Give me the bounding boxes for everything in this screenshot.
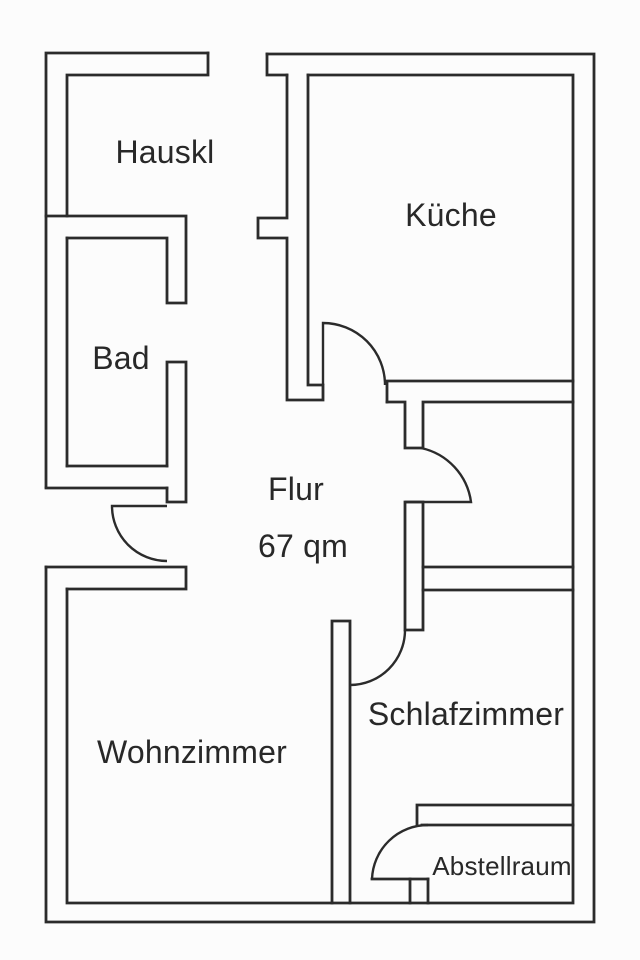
room-label-wohnzimmer: Wohnzimmer [97,734,287,770]
wall-bad-right-wall [165,360,188,504]
wall-inner-ring-right-bottom [65,73,575,905]
wall-flur-room-stem-lower [403,500,425,632]
wall-outer-top-left-and-left-upper [44,51,210,489]
room-label-kueche: Küche [405,197,497,233]
wall-entry-right-jamb-top-inner [265,52,289,77]
room-label-hauskl: Hauskl [115,134,214,170]
room-label-flur-area: 67 qm [258,528,348,564]
room-label-schlafzimmer: Schlafzimmer [368,696,564,732]
wall-kueche-left-wall-bump-foot [256,73,325,402]
door-swing-abstellraum-door [370,823,429,880]
door-swing-schlafzimmer-door [349,629,407,687]
room-label-abstellraum: Abstellraum [432,851,571,881]
wall-entry-left-jamb-top-inner-left [65,51,210,218]
room-label-bad: Bad [92,340,150,376]
wall-abstellraum-top-wall-outer [415,803,575,827]
wall-kueche-bottom-with-stem [385,400,575,450]
wall-wohn-schlaf-divider [330,619,352,905]
room-label-flur: Flur [268,471,324,507]
door-swing-flur-nook-door [110,504,168,563]
wall-hauskl-bottom-wall-and-stub [44,214,188,305]
wall-wohnzimmer-top-wall [44,565,188,591]
door-swing-mid-room-door [405,446,473,504]
door-swing-kueche-door [321,321,387,386]
wall-kueche-bottom-top-line [385,379,575,404]
wall-outer-left-lower-bottom-right [44,52,596,924]
